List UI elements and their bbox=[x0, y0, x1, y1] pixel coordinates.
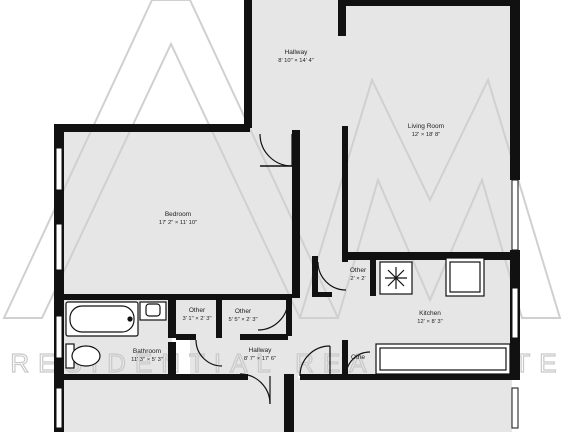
window-bottom-right bbox=[512, 388, 518, 428]
lower-left-floor bbox=[64, 378, 286, 432]
room-name: Living Room bbox=[408, 123, 444, 130]
window-bedroom-1 bbox=[56, 148, 62, 190]
lower-right-floor bbox=[292, 378, 512, 432]
room-dims: 12' × 8' 3" bbox=[417, 319, 442, 325]
window-bath bbox=[56, 316, 62, 358]
window-living bbox=[512, 180, 518, 250]
toilet-bowl bbox=[72, 346, 100, 366]
room-name: Other bbox=[235, 308, 252, 315]
room-name: Hallway bbox=[249, 347, 273, 354]
room-name: Kitchen bbox=[419, 310, 441, 317]
window-kitchen bbox=[512, 288, 518, 338]
room-name: Other bbox=[189, 307, 206, 314]
room-dims: 12' × 18' 8" bbox=[412, 132, 441, 138]
other-closet-2-floor bbox=[220, 298, 290, 334]
room-name: Other bbox=[350, 267, 367, 274]
window-bottom-left bbox=[56, 388, 62, 428]
room-dims: 17' 2" × 11' 10" bbox=[159, 220, 197, 226]
room-name: Hallway bbox=[285, 49, 309, 56]
room-dims: 3' 1" × 2' 3" bbox=[182, 316, 211, 322]
room-name: Othe bbox=[351, 354, 365, 361]
room-dims: 2' × 2' bbox=[350, 276, 365, 282]
room-dims: 8' 10" × 14' 4" bbox=[278, 58, 314, 64]
room-dims: 11' 3" × 5' 3" bbox=[131, 357, 163, 363]
room-other-small: Othe bbox=[351, 354, 365, 361]
window-bedroom-2 bbox=[56, 224, 62, 270]
room-dims: 5' 5" × 2' 3" bbox=[228, 317, 257, 323]
room-dims: 8' 7" × 17' 6" bbox=[244, 356, 276, 362]
room-name: Bathroom bbox=[133, 348, 161, 355]
room-name: Bedroom bbox=[165, 211, 191, 218]
